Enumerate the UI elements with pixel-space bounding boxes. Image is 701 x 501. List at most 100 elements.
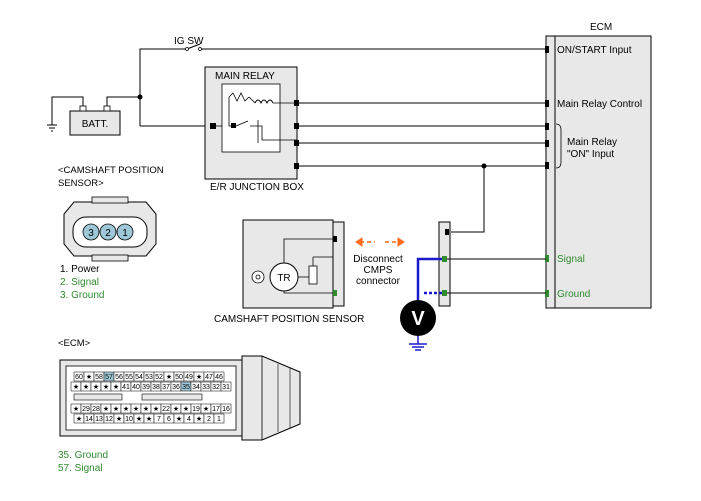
ecm-pin-number: 41 xyxy=(122,384,130,391)
sensor-pin-2: 2 xyxy=(105,228,111,239)
sensor-pin-3: 3 xyxy=(88,228,94,239)
power-wiring xyxy=(139,43,546,233)
ecm-pin-number: ★ xyxy=(176,415,182,423)
ecm-pin-on-start xyxy=(545,46,549,53)
sensor-legend-ground: 3. Ground xyxy=(60,290,104,301)
ecm-pin-number: 52 xyxy=(155,374,163,381)
ecm-pin-number: 47 xyxy=(205,374,213,381)
ecm-pin-number: 46 xyxy=(215,374,223,381)
ecm-pin-relay-on-1 xyxy=(545,123,549,130)
ecm-pin-number: 56 xyxy=(115,374,123,381)
ig-sw-contact-b xyxy=(198,47,202,51)
sensor-connector-title-1: <CAMSHAFT POSITION xyxy=(58,165,164,176)
ecm-pin-number: ★ xyxy=(133,405,139,413)
ecm-pin-number: 36 xyxy=(172,384,180,391)
ecm-pin-number: 33 xyxy=(202,384,210,391)
ecm-pin-number: 55 xyxy=(125,374,133,381)
sensor-connector-title-2: SENSOR> xyxy=(58,178,104,189)
ecm-pin-number: 58 xyxy=(95,374,103,381)
ecm-ground-label: Ground xyxy=(557,289,590,300)
ecm-pin-number: 19 xyxy=(192,406,200,413)
voltmeter-label: V xyxy=(411,308,425,330)
ecm-pin-number: 32 xyxy=(212,384,220,391)
ecm-pin-relay-on-2 xyxy=(545,140,549,147)
ecm-pin-number: ★ xyxy=(143,405,149,413)
disconnect-arrows xyxy=(355,237,405,247)
ecm-box: ECM xyxy=(545,22,652,309)
battery-label: BATT. xyxy=(82,119,108,130)
ecm-pin-number: 60 xyxy=(75,374,83,381)
sensor-connector-block: <CAMSHAFT POSITION SENSOR> 3 2 1 1. Powe… xyxy=(58,165,164,301)
ecm-pin-number: 49 xyxy=(185,374,193,381)
er-junction-box: MAIN RELAY E/R JUNCTION BOX xyxy=(204,66,304,193)
ecm-pin-cell xyxy=(220,403,232,414)
ecm-pin-number: 4 xyxy=(187,416,191,423)
battery: BATT. xyxy=(47,96,140,136)
disconnect-label-2: CMPS xyxy=(364,265,393,276)
ecm-main-relay-on-label-2: "ON" Input xyxy=(567,149,614,160)
ecm-main-relay-on-label-1: Main Relay xyxy=(567,137,617,148)
ecm-pin-number: ★ xyxy=(103,383,109,391)
ecm-pin-number: ★ xyxy=(113,383,119,391)
ecm-pin-cell xyxy=(220,381,232,392)
ecm-connector-title: <ECM> xyxy=(58,338,91,349)
ecm-pin-number: 10 xyxy=(125,416,133,423)
ecm-pin-number: ★ xyxy=(123,405,129,413)
ecm-pin-number: ★ xyxy=(83,383,89,391)
ecm-signal-label: Signal xyxy=(557,254,585,265)
ecm-legend-ground: 35. Ground xyxy=(58,450,108,461)
ecm-pin-number: ★ xyxy=(153,405,159,413)
ecm-title: ECM xyxy=(590,22,612,33)
ecm-pin-signal xyxy=(545,255,549,262)
relay-junction xyxy=(481,163,487,169)
ecm-pin-number: 50 xyxy=(175,374,183,381)
battery-junction xyxy=(137,94,143,100)
harness-connector xyxy=(438,221,546,307)
sensor-legend-signal: 2. Signal xyxy=(60,277,99,288)
ecm-pin-relay-control xyxy=(545,100,549,107)
disconnect-label-3: connector xyxy=(356,276,401,287)
ecm-pin-number: 22 xyxy=(162,406,170,413)
ecm-pin-number: ★ xyxy=(196,373,202,381)
ecm-pin-number: 29 xyxy=(82,406,90,413)
er-junction-box-label: E/R JUNCTION BOX xyxy=(210,182,304,193)
ecm-pin-number: ★ xyxy=(173,405,179,413)
ecm-pin-number: ★ xyxy=(146,415,152,423)
ecm-pin-number: 16 xyxy=(222,406,230,413)
ecm-pin-number: ★ xyxy=(93,383,99,391)
ecm-pin-number: 6 xyxy=(167,416,171,423)
camshaft-sensor: TR CAMSHAFT POSITION SENSOR xyxy=(214,219,364,325)
ecm-pin-number: ★ xyxy=(203,405,209,413)
ecm-pin-number: 34 xyxy=(192,384,200,391)
ecm-pin-number: 14 xyxy=(85,416,93,423)
ig-sw-contact-a xyxy=(185,47,189,51)
ecm-pin-number: 2 xyxy=(207,416,211,423)
ecm-pin-number: 57 xyxy=(105,374,113,381)
sensor-legend-power: 1. Power xyxy=(60,264,100,275)
ecm-pin-number: 39 xyxy=(142,384,150,391)
ecm-main-relay-control-label: Main Relay Control xyxy=(557,99,642,110)
ecm-pin-number: 1 xyxy=(217,416,221,423)
ecm-pin-number: ★ xyxy=(183,405,189,413)
ecm-pin-number: ★ xyxy=(136,415,142,423)
ecm-pin-number: ★ xyxy=(103,405,109,413)
ecm-pin-number: 40 xyxy=(132,384,140,391)
ig-switch-label: IG SW xyxy=(174,36,204,47)
ecm-pin-number: 35 xyxy=(182,384,190,391)
ecm-pin-number: ★ xyxy=(73,383,79,391)
ecm-pin-cell xyxy=(213,371,225,382)
ecm-pin-number: 54 xyxy=(135,374,143,381)
ecm-pin-number: 12 xyxy=(105,416,113,423)
ecm-pin-number: ★ xyxy=(196,415,202,423)
disconnect-label-1: Disconnect xyxy=(353,254,403,265)
ecm-pin-number: ★ xyxy=(73,405,79,413)
ecm-pin-number: 17 xyxy=(212,406,220,413)
camshaft-sensor-label: CAMSHAFT POSITION SENSOR xyxy=(214,314,364,325)
ecm-pins xyxy=(545,46,549,297)
voltmeter: V xyxy=(400,257,442,351)
sensor-pin-1: 1 xyxy=(122,228,128,239)
ecm-pin-number: 31 xyxy=(222,384,230,391)
